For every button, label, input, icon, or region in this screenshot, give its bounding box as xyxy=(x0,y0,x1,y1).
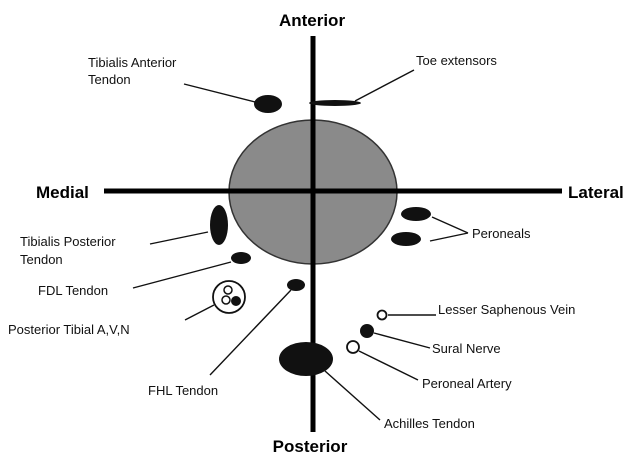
anterior-label: Anterior xyxy=(279,11,346,30)
achilles-tendon-leader xyxy=(325,371,380,420)
peroneal-tendon-upper xyxy=(401,207,431,221)
sural-nerve-shape xyxy=(360,324,374,338)
medial-label: Medial xyxy=(36,183,89,202)
posterior-label: Posterior xyxy=(273,437,348,456)
fdl-tendon-label: FDL Tendon xyxy=(38,283,108,298)
tibialis-anterior-tendon-shape xyxy=(254,95,282,113)
peroneal-artery-shape xyxy=(347,341,359,353)
tibialis-posterior-label-line1: Tibialis Posterior xyxy=(20,234,116,249)
posterior-tibial-label: Posterior Tibial A,V,N xyxy=(8,322,130,337)
achilles-tendon-label: Achilles Tendon xyxy=(384,416,475,431)
lesser-saphenous-vein-label: Lesser Saphenous Vein xyxy=(438,302,575,317)
toe-extensors-label: Toe extensors xyxy=(416,53,497,68)
fhl-tendon-label: FHL Tendon xyxy=(148,383,218,398)
tibialis-anterior-label-line2: Tendon xyxy=(88,72,131,87)
tibialis-posterior-leader xyxy=(150,232,208,244)
fdl-tendon-leader xyxy=(133,262,231,288)
posterior-tibial-artery xyxy=(224,286,232,294)
tibialis-posterior-label-line2: Tendon xyxy=(20,252,63,267)
sural-nerve-leader xyxy=(374,333,430,348)
peroneal-tendon-lower xyxy=(391,232,421,246)
tibialis-anterior-label-line1: Tibialis Anterior xyxy=(88,55,177,70)
sural-nerve-label: Sural Nerve xyxy=(432,341,501,356)
toe-extensors-leader xyxy=(355,70,414,101)
posterior-tibial-vein xyxy=(222,296,230,304)
peroneal-artery-label: Peroneal Artery xyxy=(422,376,512,391)
peroneals-leader-upper xyxy=(432,217,468,233)
lesser-saphenous-vein-shape xyxy=(378,311,387,320)
toe-extensors-shape xyxy=(309,100,361,106)
peroneals-leader-lower xyxy=(430,233,468,241)
posterior-tibial-nerve xyxy=(231,296,241,306)
tibialis-anterior-leader xyxy=(184,84,255,102)
fhl-tendon-shape xyxy=(287,279,305,291)
posterior-tibial-leader xyxy=(185,305,214,320)
fdl-tendon-shape xyxy=(231,252,251,264)
peroneal-artery-leader xyxy=(359,351,418,380)
tibialis-posterior-tendon-shape xyxy=(210,205,228,245)
achilles-tendon-shape xyxy=(279,342,333,376)
lateral-label: Lateral xyxy=(568,183,624,202)
peroneals-label: Peroneals xyxy=(472,226,531,241)
